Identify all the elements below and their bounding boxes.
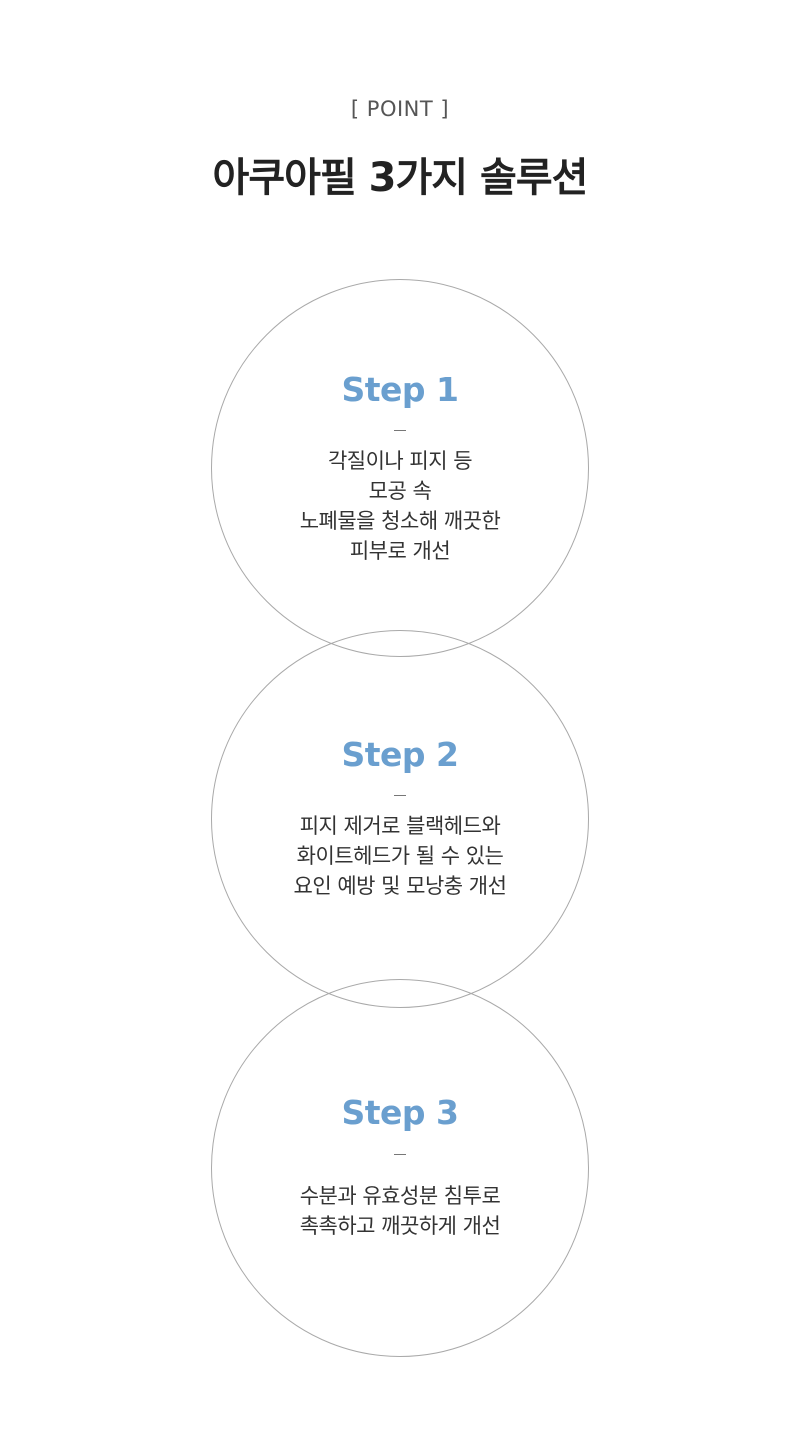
- step-3-label: Step 3: [341, 1093, 460, 1132]
- step-2-description: 피지 제거로 블랙헤드와 화이트헤드가 될 수 있는 요인 예방 및 모낭충 개…: [0, 811, 800, 901]
- step-3-line-1: 수분과 유효성분 침투로: [299, 1184, 501, 1208]
- step-1-line-1: 각질이나 피지 등: [327, 449, 473, 473]
- step-2-divider: [394, 795, 406, 796]
- step-1-label: Step 1: [341, 370, 460, 409]
- step-1-description: 각질이나 피지 등 모공 속 노폐물을 청소해 깨끗한 피부로 개선: [0, 446, 800, 566]
- step-3-line-2: 촉촉하고 깨끗하게 개선: [299, 1214, 501, 1238]
- step-2-line-3: 요인 예방 및 모낭충 개선: [293, 874, 507, 898]
- step-2-line-1: 피지 제거로 블랙헤드와: [299, 814, 501, 838]
- step-1-divider: [394, 430, 406, 431]
- step-2-line-2: 화이트헤드가 될 수 있는: [296, 844, 504, 868]
- step-1-line-2: 모공 속: [368, 479, 432, 503]
- page-title: 아쿠아필 3가지 솔루션: [212, 155, 589, 201]
- step-1-line-4: 피부로 개선: [349, 539, 451, 563]
- point-eyebrow: [ POINT ]: [350, 97, 450, 121]
- step-3-divider: [394, 1154, 406, 1155]
- step-1-line-3: 노폐물을 청소해 깨끗한: [299, 509, 501, 533]
- step-2-label: Step 2: [341, 735, 460, 774]
- step-3-description: 수분과 유효성분 침투로 촉촉하고 깨끗하게 개선: [0, 1181, 800, 1241]
- step-3-circle: [211, 979, 589, 1357]
